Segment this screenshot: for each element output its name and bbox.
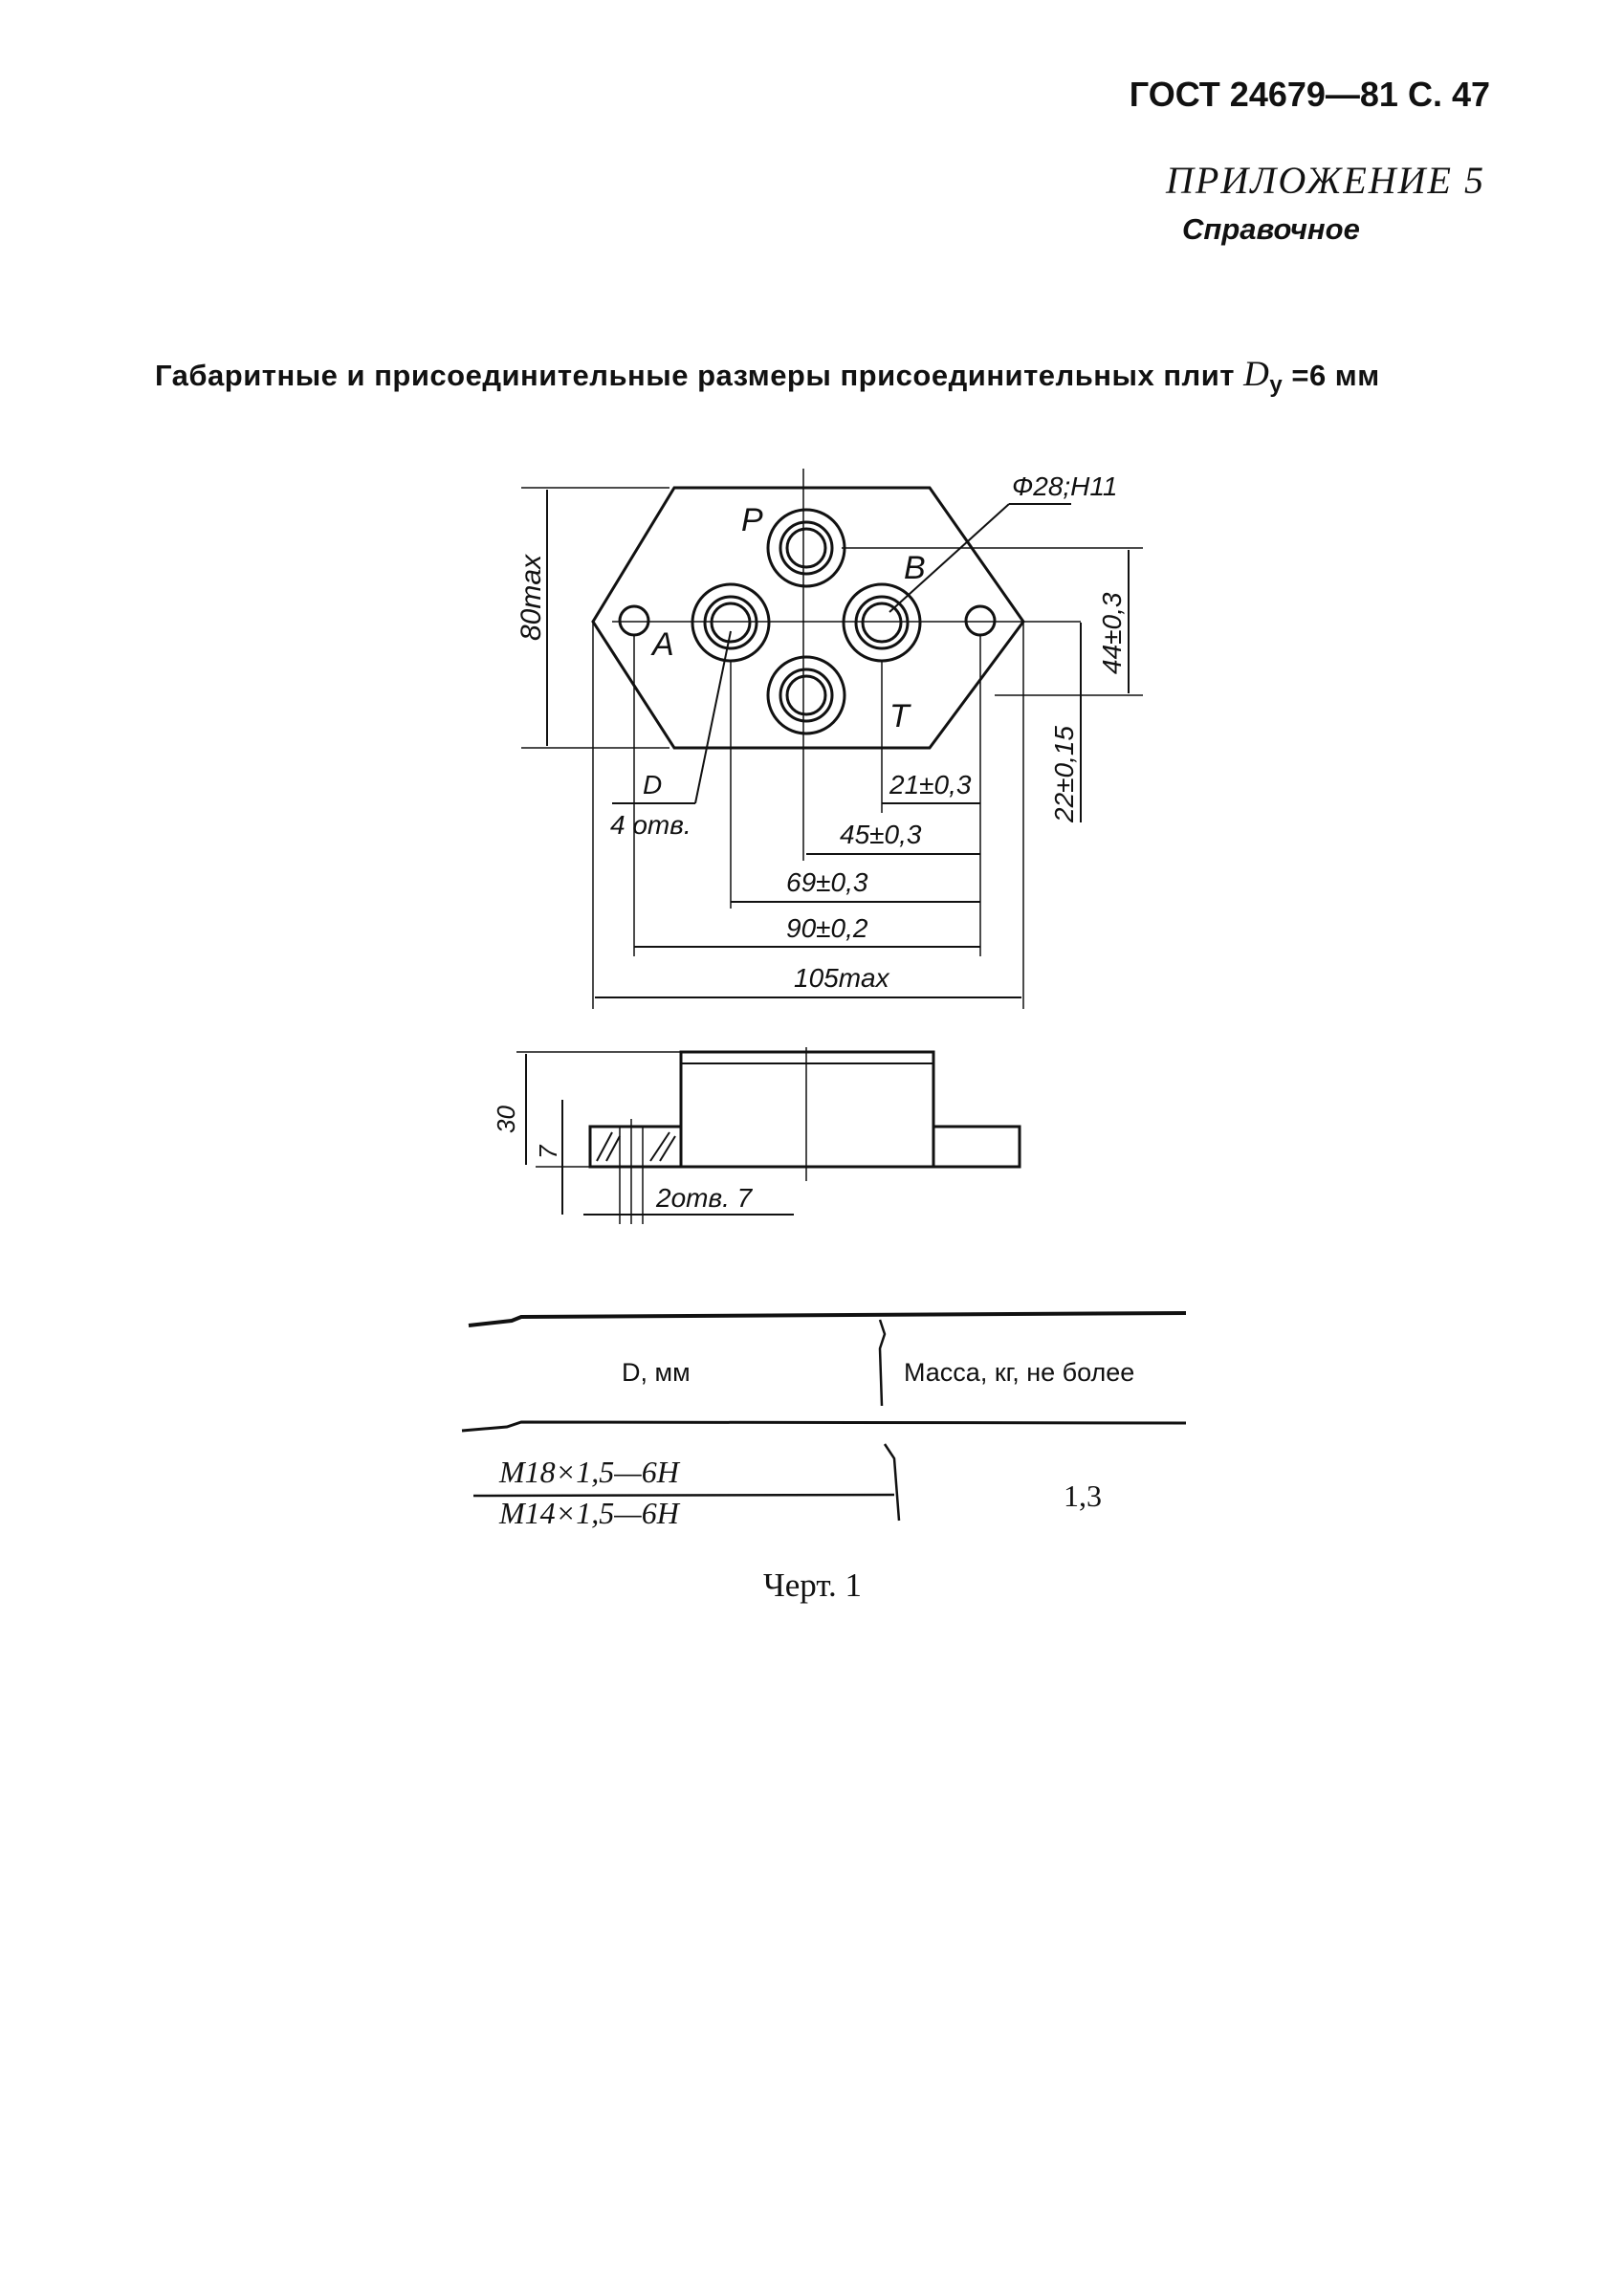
table-header-d: D, мм bbox=[622, 1358, 691, 1387]
table-header-mass: Масса, кг, не более bbox=[904, 1358, 1134, 1387]
plate-outline bbox=[591, 486, 1025, 750]
table-cell-d-1: М18×1,5—6Н bbox=[498, 1455, 681, 1489]
heading-sub: у bbox=[1269, 372, 1284, 399]
port-b-label: B bbox=[904, 550, 926, 586]
dim-holes-4: 4 отв. bbox=[610, 810, 691, 840]
dim-side-height: 30 bbox=[492, 1106, 520, 1133]
dim-21: 21±0,3 bbox=[889, 770, 972, 799]
appendix-subtitle: Справочное bbox=[1182, 212, 1360, 246]
dim-45: 45±0,3 bbox=[840, 820, 922, 849]
dim-hole-d: D bbox=[643, 770, 662, 799]
dim-holes-2: 2отв. 7 bbox=[655, 1183, 754, 1213]
side-flange-right bbox=[932, 1125, 1021, 1169]
dim-44: 44±0,3 bbox=[1097, 592, 1127, 674]
dim-height-max: 80max bbox=[516, 554, 547, 641]
dim-22: 22±0,15 bbox=[1049, 726, 1079, 823]
appendix-title: ПРИЛОЖЕНИЕ 5 bbox=[1166, 159, 1485, 202]
page-header: ГОСТ 24679—81 С. 47 bbox=[1129, 75, 1490, 114]
dim-69: 69±0,3 bbox=[786, 867, 868, 897]
port-p-label: P bbox=[741, 502, 763, 538]
side-body bbox=[679, 1050, 935, 1169]
table-cell-mass: 1,3 bbox=[1064, 1479, 1102, 1513]
heading-value: =6 мм bbox=[1291, 359, 1380, 392]
port-a-label: A bbox=[650, 626, 674, 663]
dim-side-flange: 7 bbox=[534, 1144, 562, 1159]
port-t-label: T bbox=[889, 698, 911, 734]
drawing-heading: Габаритные и присоединительные размеры п… bbox=[155, 354, 1380, 399]
heading-text: Габаритные и присоединительные размеры п… bbox=[155, 359, 1235, 392]
dim-105: 105max bbox=[794, 963, 890, 993]
heading-symbol: D bbox=[1243, 355, 1270, 394]
dim-90: 90±0,2 bbox=[786, 913, 868, 943]
dim-hole-dia: Ф28;Н11 bbox=[1012, 471, 1117, 501]
figure-caption: Черт. 1 bbox=[763, 1566, 862, 1604]
table-cell-d-2: М14×1,5—6Н bbox=[498, 1496, 681, 1530]
